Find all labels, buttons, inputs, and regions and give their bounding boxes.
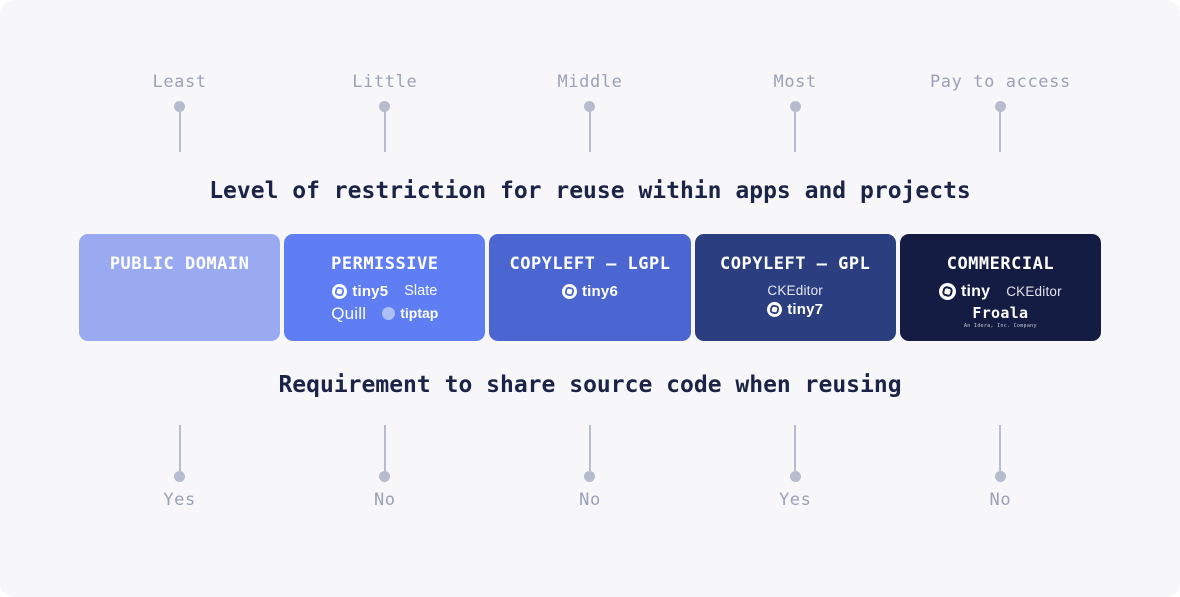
- pin-dot-icon: [994, 471, 1006, 482]
- restriction-axis-pins: Least Little Middle Most Pay to access: [79, 72, 1101, 152]
- pin-line: [178, 425, 181, 471]
- restriction-axis-title: Level of restriction for reuse within ap…: [209, 178, 971, 204]
- share-pin-lgpl: No: [489, 425, 690, 510]
- ckeditor-logo: CKEditor: [1006, 284, 1062, 299]
- share-pin-commercial: No: [900, 425, 1101, 510]
- froala-logo: Froala An Idera, Inc. Company: [964, 304, 1037, 329]
- tiny6-logo: tiny6: [561, 283, 618, 300]
- restriction-pin-little: Little: [284, 72, 485, 152]
- share-pin-gpl: Yes: [695, 425, 896, 510]
- logo-row: Quill tiptap: [331, 305, 438, 322]
- share-axis-pins: Yes No No Yes No: [79, 425, 1101, 510]
- restriction-pin-middle: Middle: [489, 72, 690, 152]
- share-label: Yes: [778, 490, 812, 510]
- pin-dot-icon: [584, 471, 596, 482]
- share-pin-permissive: No: [284, 425, 485, 510]
- pin-line: [383, 112, 386, 152]
- tiny6-logo-label: tiny6: [581, 283, 618, 300]
- pin-dot-icon: [379, 101, 391, 112]
- share-label: No: [989, 490, 1012, 510]
- pin-dot-icon: [174, 101, 186, 112]
- tiny-logo: tiny: [938, 283, 991, 300]
- ckeditor-logo: CKEditor: [767, 283, 823, 298]
- card-permissive: PERMISSIVE tiny5 Slate Quill tiptap: [284, 234, 486, 341]
- card-copyleft-gpl: COPYLEFT — GPL CKEditor tiny7: [694, 234, 896, 341]
- tiny-icon: [332, 284, 348, 299]
- card-title: COPYLEFT — GPL: [720, 254, 871, 274]
- pin-dot-icon: [789, 471, 801, 482]
- tiny5-logo: tiny5: [332, 283, 388, 300]
- logo-row: tiny CKEditor: [938, 283, 1062, 300]
- tiny-logo-label: tiny: [960, 283, 991, 300]
- restriction-label: Most: [773, 72, 817, 92]
- tiny-icon: [938, 283, 956, 300]
- pin-line: [178, 112, 181, 152]
- pin-line: [383, 425, 386, 471]
- tiptap-logo: tiptap: [382, 305, 438, 322]
- tiny7-logo-label: tiny7: [787, 301, 824, 318]
- share-label: Yes: [163, 490, 196, 510]
- pin-dot-icon: [994, 101, 1006, 112]
- tiny-icon: [767, 302, 783, 317]
- share-axis-title: Requirement to share source code when re…: [278, 372, 902, 398]
- share-label: No: [373, 490, 396, 510]
- froala-tagline: An Idera, Inc. Company: [963, 323, 1037, 329]
- share-label: No: [579, 490, 601, 510]
- tiptap-logo-label: tiptap: [400, 305, 439, 321]
- restriction-label: Little: [352, 72, 418, 92]
- pin-dot-icon: [789, 101, 801, 112]
- restriction-label: Middle: [557, 72, 623, 92]
- logo-row: CKEditor: [767, 282, 823, 299]
- card-title: COPYLEFT — LGPL: [509, 254, 671, 274]
- froala-logo-label: Froala: [972, 304, 1029, 322]
- restriction-label: Least: [152, 72, 207, 92]
- restriction-pin-most: Most: [695, 72, 896, 152]
- license-cards-row: PUBLIC DOMAIN PERMISSIVE tiny5 Slate Qui…: [79, 234, 1101, 341]
- slate-logo: Slate: [404, 283, 438, 299]
- card-title: PERMISSIVE: [331, 254, 439, 274]
- tiny-icon: [561, 284, 577, 299]
- pin-dot-icon: [379, 471, 391, 482]
- tiny7-logo: tiny7: [767, 301, 823, 318]
- card-title: PUBLIC DOMAIN: [109, 254, 250, 274]
- restriction-pin-pay: Pay to access: [900, 72, 1101, 152]
- card-copyleft-lgpl: COPYLEFT — LGPL tiny6: [489, 234, 691, 341]
- pin-line: [794, 112, 797, 152]
- restriction-pin-least: Least: [79, 72, 280, 152]
- pin-line: [999, 112, 1002, 152]
- quill-logo: Quill: [331, 304, 367, 323]
- pin-dot-icon: [584, 101, 596, 112]
- share-pin-public-domain: Yes: [79, 425, 280, 510]
- logo-row: tiny6: [561, 283, 618, 300]
- restriction-label: Pay to access: [929, 72, 1071, 92]
- pin-line: [588, 112, 591, 152]
- card-title: COMMERCIAL: [946, 254, 1055, 274]
- logo-row: tiny5 Slate: [332, 283, 437, 300]
- pin-line: [588, 425, 591, 471]
- pin-line: [999, 425, 1002, 471]
- tiptap-icon: [382, 307, 396, 320]
- logo-row: tiny7: [767, 301, 823, 318]
- card-commercial: COMMERCIAL tiny CKEditor Froala An Idera…: [899, 234, 1101, 341]
- pin-line: [794, 425, 797, 471]
- card-public-domain: PUBLIC DOMAIN: [79, 234, 281, 341]
- tiny5-logo-label: tiny5: [352, 283, 389, 300]
- pin-dot-icon: [174, 471, 186, 482]
